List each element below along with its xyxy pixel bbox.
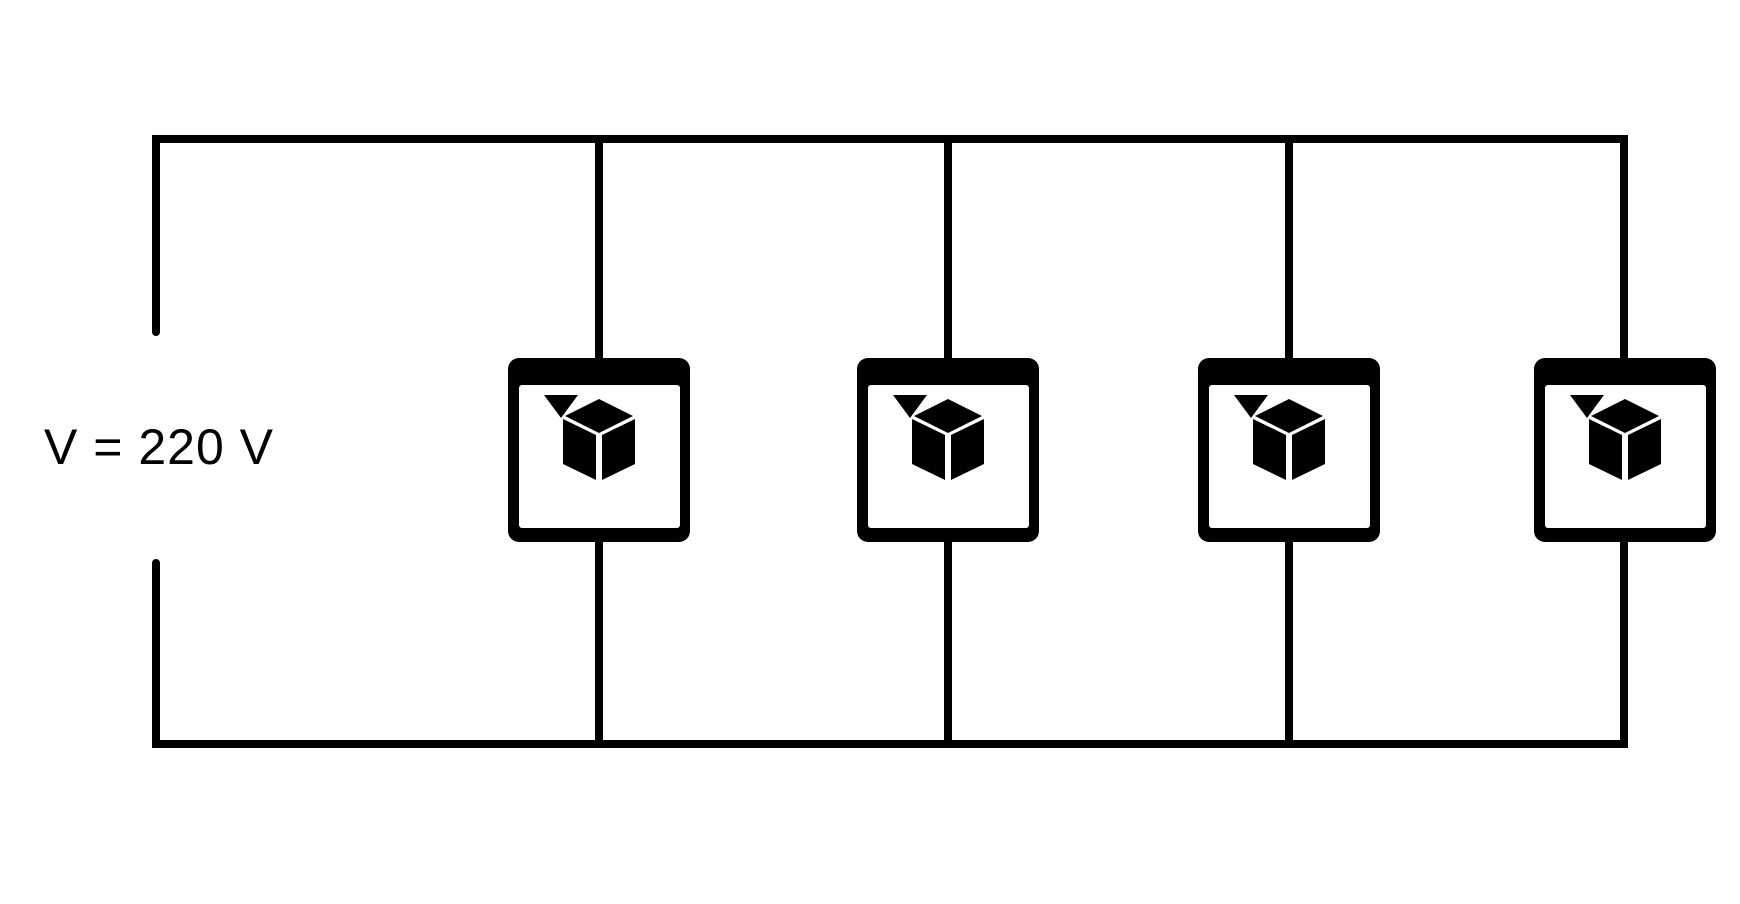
- load-device-4: [1534, 358, 1716, 542]
- load-device-1: [508, 358, 690, 542]
- load-device-3: [1198, 358, 1380, 542]
- branch-wires: [595, 135, 1293, 748]
- voltage-label: V = 220 V: [44, 419, 274, 475]
- triangle-down-icon: [893, 395, 927, 418]
- triangle-down-icon: [1234, 395, 1268, 418]
- load-device-2: [857, 358, 1039, 542]
- top-source-wire: [152, 135, 1628, 364]
- bottom-source-wire: [152, 536, 1628, 748]
- box-icon: [1589, 399, 1661, 480]
- load-screen: [1209, 385, 1370, 528]
- load-screen: [519, 385, 680, 528]
- triangle-down-icon: [544, 395, 578, 418]
- triangle-down-icon: [1570, 395, 1604, 418]
- box-icon: [563, 399, 635, 480]
- load-screen: [1545, 385, 1706, 528]
- load-screen: [868, 385, 1029, 528]
- source-terminals: [152, 135, 1628, 748]
- box-icon: [1253, 399, 1325, 480]
- box-icon: [912, 399, 984, 480]
